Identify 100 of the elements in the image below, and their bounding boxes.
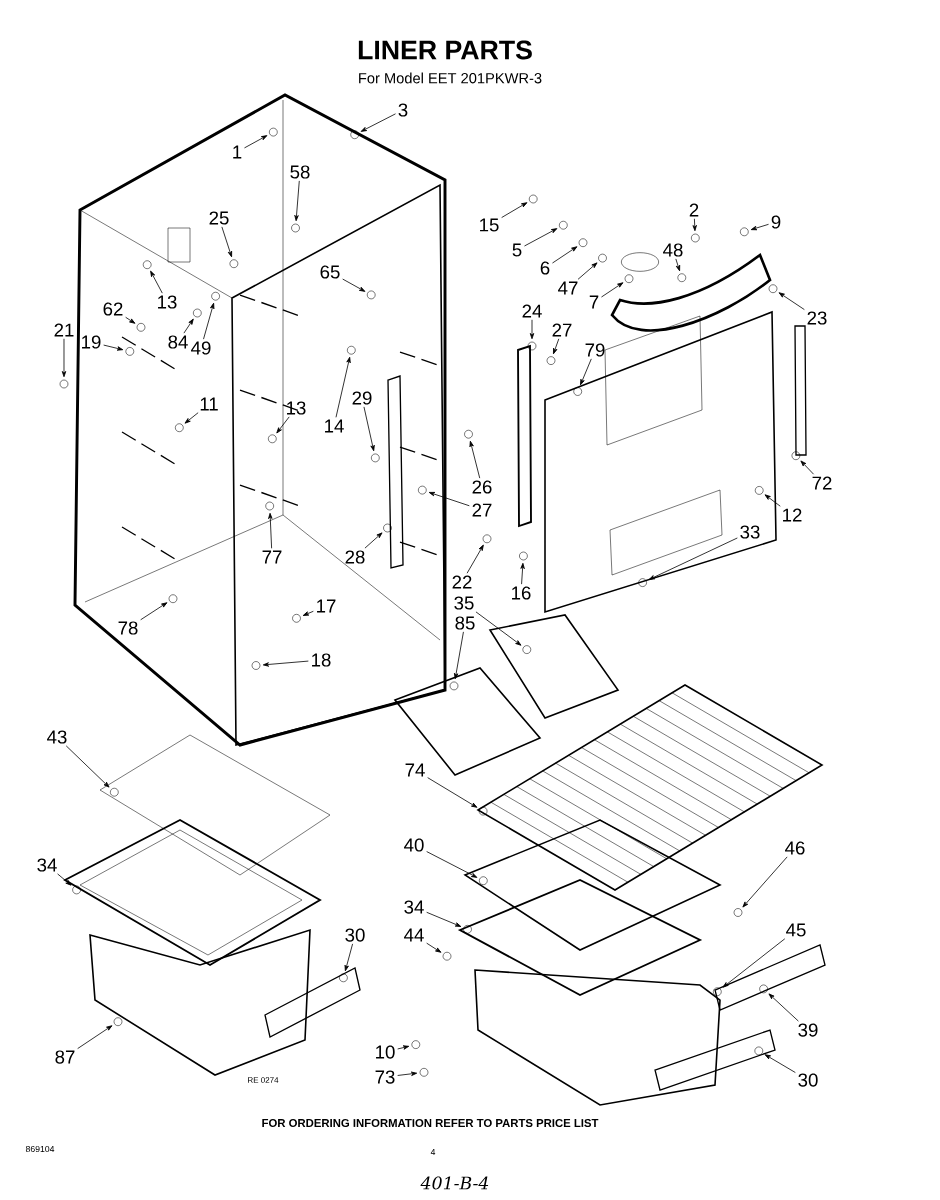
leader-line (501, 202, 528, 218)
leader-line (363, 406, 375, 452)
leader-line (65, 745, 110, 788)
callout-number: 13 (287, 401, 306, 415)
leader-line (125, 316, 136, 324)
leader-line (342, 278, 366, 292)
callout-number: 26 (472, 480, 492, 494)
leader-line (778, 292, 805, 310)
callout-number: 48 (663, 243, 683, 257)
callout-number: 11 (200, 397, 218, 411)
leader-line (276, 416, 290, 434)
callout-number: 30 (345, 928, 365, 942)
leader-line (184, 412, 199, 424)
leader-line (344, 943, 353, 972)
callout-number: 21 (54, 323, 74, 337)
callout-number: 49 (191, 341, 211, 355)
callout-number: 28 (345, 550, 365, 564)
leader-line (768, 993, 799, 1022)
leader-line (426, 851, 478, 878)
callout-number: 16 (512, 586, 531, 600)
callout-number: 30 (798, 1073, 818, 1087)
leader-line (426, 942, 442, 953)
leader-line (469, 440, 481, 479)
leader-line (426, 911, 462, 927)
leader-line (203, 302, 215, 340)
leader-line (294, 180, 300, 222)
callout-number: 34 (404, 900, 424, 914)
callout-number: 13 (158, 295, 177, 309)
leader-line (580, 358, 592, 386)
callout-number: 24 (522, 304, 542, 318)
leader-line (103, 344, 124, 351)
callout-number: 74 (405, 763, 425, 777)
callout-number: 18 (312, 653, 331, 667)
callout-number: 27 (472, 503, 492, 517)
leader-line (577, 262, 598, 280)
leader-line (466, 544, 484, 574)
leader-line (427, 777, 478, 808)
leader-line (475, 611, 522, 646)
leader-line (57, 873, 72, 886)
leader-line (520, 562, 525, 585)
callout-number: 10 (376, 1045, 395, 1059)
leader-line (262, 660, 309, 667)
callout-number: 7 (589, 295, 599, 309)
callout-number: 14 (325, 419, 344, 433)
leader-line (150, 270, 163, 294)
page-number: 4 (430, 1149, 436, 1155)
callout-number: 78 (118, 621, 138, 635)
leader-line (529, 319, 535, 340)
leader-line (397, 1071, 418, 1076)
callout-number: 77 (262, 550, 282, 564)
part-number: 869104 (25, 1145, 55, 1153)
callout-number: 2 (689, 203, 699, 217)
callout-number: 15 (480, 218, 499, 232)
callout-number: 72 (812, 476, 832, 490)
leader-line (675, 258, 681, 272)
subtitle: For Model EET 201PKWR-3 (359, 72, 542, 84)
callout-number: 23 (807, 311, 827, 325)
callout-number: 6 (540, 261, 550, 275)
callout-number: 35 (454, 596, 474, 610)
drawing-code: RE 0274 (248, 1077, 279, 1083)
leader-line (302, 610, 314, 616)
callout-number: 79 (585, 343, 605, 357)
leader-line (335, 356, 351, 418)
leader-line (244, 135, 268, 149)
callout-number: 34 (37, 858, 57, 872)
callout-number: 19 (82, 335, 101, 349)
callout-number: 43 (47, 730, 67, 744)
leader-line (428, 492, 470, 507)
callout-number: 3 (398, 103, 408, 117)
callout-number: 39 (798, 1023, 818, 1037)
callout-number: 62 (103, 302, 123, 316)
handwritten-note: 401-B-4 (420, 1176, 489, 1190)
callout-number: 58 (290, 165, 310, 179)
title: LINER PARTS (358, 40, 532, 60)
callout-number: 5 (512, 243, 522, 257)
leader-line (140, 602, 168, 621)
leader-line (764, 494, 781, 507)
callout-number: 40 (404, 838, 424, 852)
leader-line (648, 537, 738, 580)
callout-number: 17 (317, 599, 336, 613)
leader-line (692, 218, 697, 232)
callout-number: 85 (455, 616, 475, 630)
callout-number: 45 (786, 923, 806, 937)
leader-line (722, 938, 786, 988)
callout-number: 27 (552, 323, 572, 337)
callout-number: 1 (233, 145, 242, 159)
callout-number: 44 (404, 928, 424, 942)
footer-note: FOR ORDERING INFORMATION REFER TO PARTS PRICE LIST (262, 1119, 599, 1127)
callout-number: 73 (375, 1070, 395, 1084)
leader-line (601, 282, 624, 298)
callout-number: 12 (783, 508, 802, 522)
callout-number: 47 (558, 281, 578, 295)
leader-line (800, 460, 814, 475)
callout-number: 33 (740, 525, 760, 539)
callout-number: 84 (168, 335, 188, 349)
leader-line (397, 1045, 410, 1050)
callout-number: 46 (785, 841, 805, 855)
leader-line (61, 338, 67, 378)
callout-number: 25 (209, 211, 229, 225)
leader-line (221, 226, 233, 258)
